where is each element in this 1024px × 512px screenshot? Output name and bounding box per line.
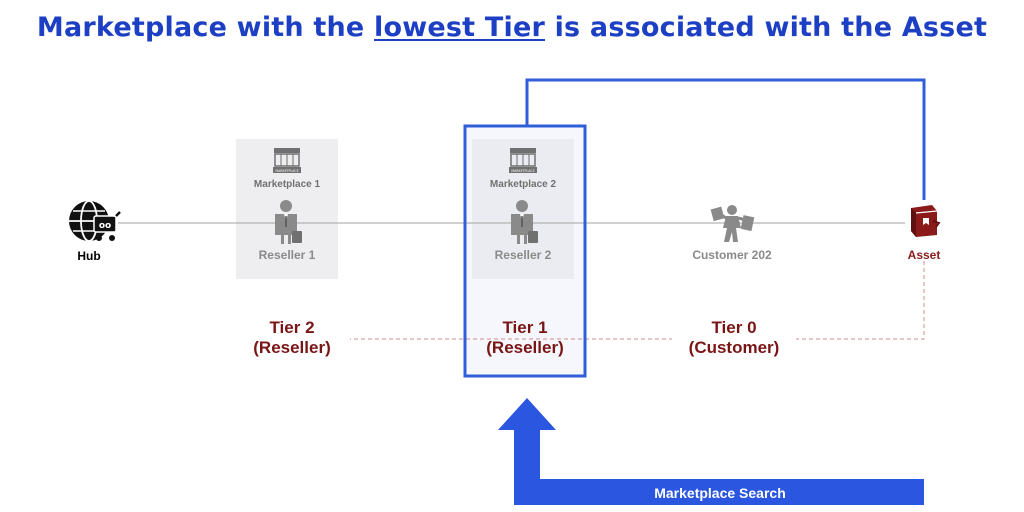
page-title: Marketplace with the lowest Tier is asso… xyxy=(0,12,1024,43)
marketplace-stall-icon: MARKETPLACE xyxy=(509,148,537,173)
businessman-icon xyxy=(275,200,302,244)
businessman-icon xyxy=(511,200,538,244)
svg-text:MARKETPLACE: MARKETPLACE xyxy=(275,169,298,173)
package-icon xyxy=(911,205,941,237)
reseller2-node: MARKETPLACE Marketplace 2 Reseller 2 xyxy=(472,139,574,279)
tier-dashed-line xyxy=(333,260,925,340)
customer-node: Customer 202 xyxy=(676,202,788,264)
svg-text:MARKETPLACE: MARKETPLACE xyxy=(511,169,534,173)
reseller1-marketplace-label: Marketplace 1 xyxy=(253,179,321,190)
tier1-label: Tier 1 (Reseller) xyxy=(486,318,564,357)
reseller1-node: MARKETPLACE Marketplace 1 Reseller 1 xyxy=(236,139,338,279)
hub-label: Hub xyxy=(77,249,101,263)
association-bracket xyxy=(525,78,926,200)
globe-cart-icon: oo xyxy=(69,200,121,242)
tier1-highlight-frame xyxy=(463,124,587,378)
hub-node: oo Hub xyxy=(64,198,122,264)
reseller2-label: Reseller 2 xyxy=(494,248,552,262)
marketplace-stall-icon: MARKETPLACE xyxy=(273,148,301,173)
tier0-label: Tier 0 (Customer) xyxy=(672,318,796,358)
svg-text:oo: oo xyxy=(99,221,111,231)
marketplace-search-arrow xyxy=(498,398,924,505)
asset-node: Asset xyxy=(895,203,953,263)
reseller1-label: Reseller 1 xyxy=(258,248,316,262)
title-prefix: Marketplace with the xyxy=(36,12,375,43)
customer-label: Customer 202 xyxy=(692,248,772,262)
marketplace-search-label: Marketplace Search xyxy=(654,485,786,501)
asset-label: Asset xyxy=(907,248,941,262)
title-emphasis: lowest Tier xyxy=(374,12,545,43)
shopper-icon xyxy=(710,205,755,242)
title-suffix: is associated with the Asset xyxy=(544,12,988,43)
reseller2-marketplace-label: Marketplace 2 xyxy=(489,179,557,190)
tier2-label: Tier 2 (Reseller) xyxy=(234,318,350,358)
